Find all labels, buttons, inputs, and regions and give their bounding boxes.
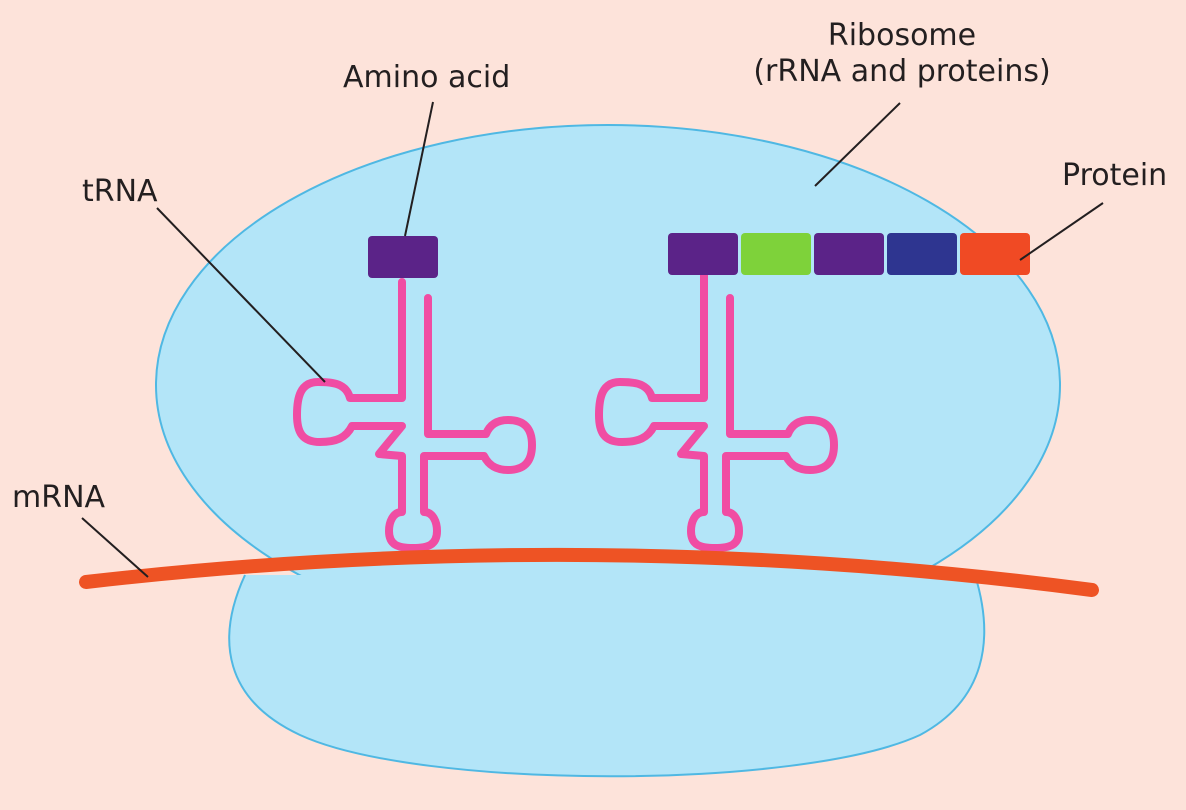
mrna-leader-line	[81, 517, 149, 578]
mrna-label: mRNA	[12, 480, 106, 515]
protein-residue-2	[741, 233, 811, 275]
ribosome-leader-line	[814, 102, 901, 187]
trna-molecule-1	[293, 278, 536, 552]
protein-residue-1	[668, 233, 738, 275]
amino-acid-block	[368, 236, 438, 278]
ribosome-label-line1: Ribosome	[827, 18, 977, 53]
ribosome-label-line2: (rRNA and proteins)	[753, 54, 1051, 89]
amino-acid-label: Amino acid	[343, 60, 511, 95]
protein-label: Protein	[1062, 158, 1168, 193]
protein-chain	[668, 233, 1030, 275]
protein-residue-4	[887, 233, 957, 275]
amino-acid-leader-line	[404, 101, 434, 237]
protein-residue-3	[814, 233, 884, 275]
protein-residue-5	[960, 233, 1030, 275]
ribosome-small-subunit	[228, 574, 986, 778]
protein-leader-line	[1019, 202, 1104, 261]
trna-label: tRNA	[82, 174, 158, 209]
ribosome-label: Ribosome (rRNA and proteins)	[735, 18, 1069, 90]
mrna-strand	[79, 547, 1099, 597]
trna-molecule-2	[595, 270, 838, 552]
trna-leader-line	[156, 207, 326, 383]
